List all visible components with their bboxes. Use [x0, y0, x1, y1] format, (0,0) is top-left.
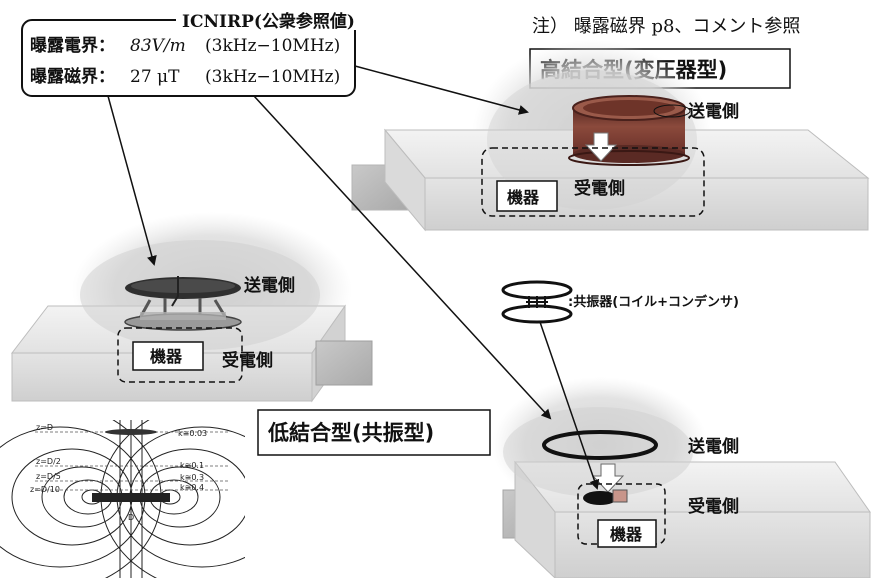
platform-left — [384, 128, 426, 232]
plot-labels: z=D z=D/2 z=D/5 z=D/10 k≅0.03 k≅0.1 k≅0.… — [30, 423, 207, 522]
coupling-arrow-down — [591, 463, 625, 493]
receive-coil-band — [92, 493, 170, 502]
transmit-coil — [124, 276, 242, 331]
arrow-to-resonant-scene — [253, 95, 552, 420]
electric-field-row: 曝露電界： 83V/m (3kHz−10MHz) — [30, 36, 340, 56]
transmit-plate — [105, 429, 157, 435]
resonator-icon — [501, 280, 573, 324]
connector-arrows — [107, 65, 600, 490]
z-label: z=D/2 — [36, 457, 61, 466]
side-cube — [315, 340, 373, 386]
z-label: z=D — [36, 423, 53, 432]
k-label: k≅0.4 — [180, 483, 204, 492]
field-glow-overlay — [503, 407, 693, 497]
z-label: z=D/10 — [30, 485, 60, 494]
k-label: k≅0.03 — [178, 429, 207, 438]
lower-receive-label: 受電側 — [688, 496, 739, 517]
transmit-label-ring — [653, 104, 691, 118]
high-coupling-scene: 高結合型(変圧器型) 送電側 機器 受電側 — [351, 40, 870, 232]
coupling-arrow-down — [584, 132, 618, 162]
z-label: z=D/5 — [36, 472, 61, 481]
lower-device-label: 機器 — [610, 525, 643, 544]
arrow-to-left-scene — [107, 95, 157, 266]
left-transmit-label: 送電側 — [244, 275, 295, 296]
upper-device-box — [496, 180, 558, 212]
limits-box-title: ICNIRP(公衆参照値) — [182, 11, 355, 32]
resonant-scene: 送電側 機器 受電側 — [492, 377, 871, 578]
electric-field-range: (3kHz−10MHz) — [205, 36, 340, 56]
magnetic-field-value: 27 μT — [130, 67, 180, 87]
upper-receive-label: 受電側 — [574, 178, 625, 199]
resonator-legend-label: :共振器(コイル+コンデンサ) — [568, 294, 739, 310]
left-receive-label: 受電側 — [222, 350, 273, 371]
low-coupling-title: 低結合型(共振型) — [267, 421, 434, 445]
electric-field-value: 83V/m — [130, 36, 186, 56]
left-scene: 送電側 機器 受電側 — [10, 212, 373, 403]
magnetic-field-row: 曝露磁界： 27 μT (3kHz−10MHz) — [30, 66, 340, 87]
receiver-dashed-outline — [481, 147, 705, 217]
left-device-box — [132, 341, 204, 371]
transmit-resonator-coil — [542, 430, 658, 460]
upper-transmit-label: 送電側 — [688, 101, 739, 122]
k-label: k≅0.1 — [180, 461, 204, 470]
magnetic-field-label: 曝露磁界： — [30, 66, 115, 87]
field-line-plot: z=D z=D/2 z=D/5 z=D/10 k≅0.03 k≅0.1 k≅0.… — [0, 420, 245, 578]
icnirp-limits-box: ICNIRP(公衆参照値) 曝露電界： 83V/m (3kHz−10MHz) 曝… — [21, 10, 366, 97]
resonator-legend: :共振器(コイル+コンデンサ) — [501, 280, 739, 324]
lower-transmit-label: 送電側 — [688, 436, 739, 457]
transformer-coil — [568, 95, 690, 166]
magnetic-field-range: (3kHz−10MHz) — [205, 67, 340, 87]
arrow-to-high-coupling — [354, 65, 529, 115]
arrow-resonator-to-receiver — [539, 321, 600, 490]
electric-field-label: 曝露電界： — [30, 36, 115, 56]
upper-device-label: 機器 — [507, 188, 540, 207]
receive-resonator-coil — [583, 491, 617, 505]
platform-left — [514, 460, 556, 578]
limits-title-backdrop — [176, 10, 366, 30]
left-device-label: 機器 — [150, 347, 183, 366]
note-text: 注） 曝露磁界 p8、コメント参照 — [532, 16, 800, 37]
diameter-label: D — [128, 513, 134, 522]
receiver-module — [612, 489, 628, 503]
k-label: k≅0.3 — [180, 473, 204, 482]
lower-device-box — [597, 519, 657, 548]
receiver-dashed-outline — [117, 327, 243, 383]
low-coupling-title-box — [257, 409, 491, 456]
